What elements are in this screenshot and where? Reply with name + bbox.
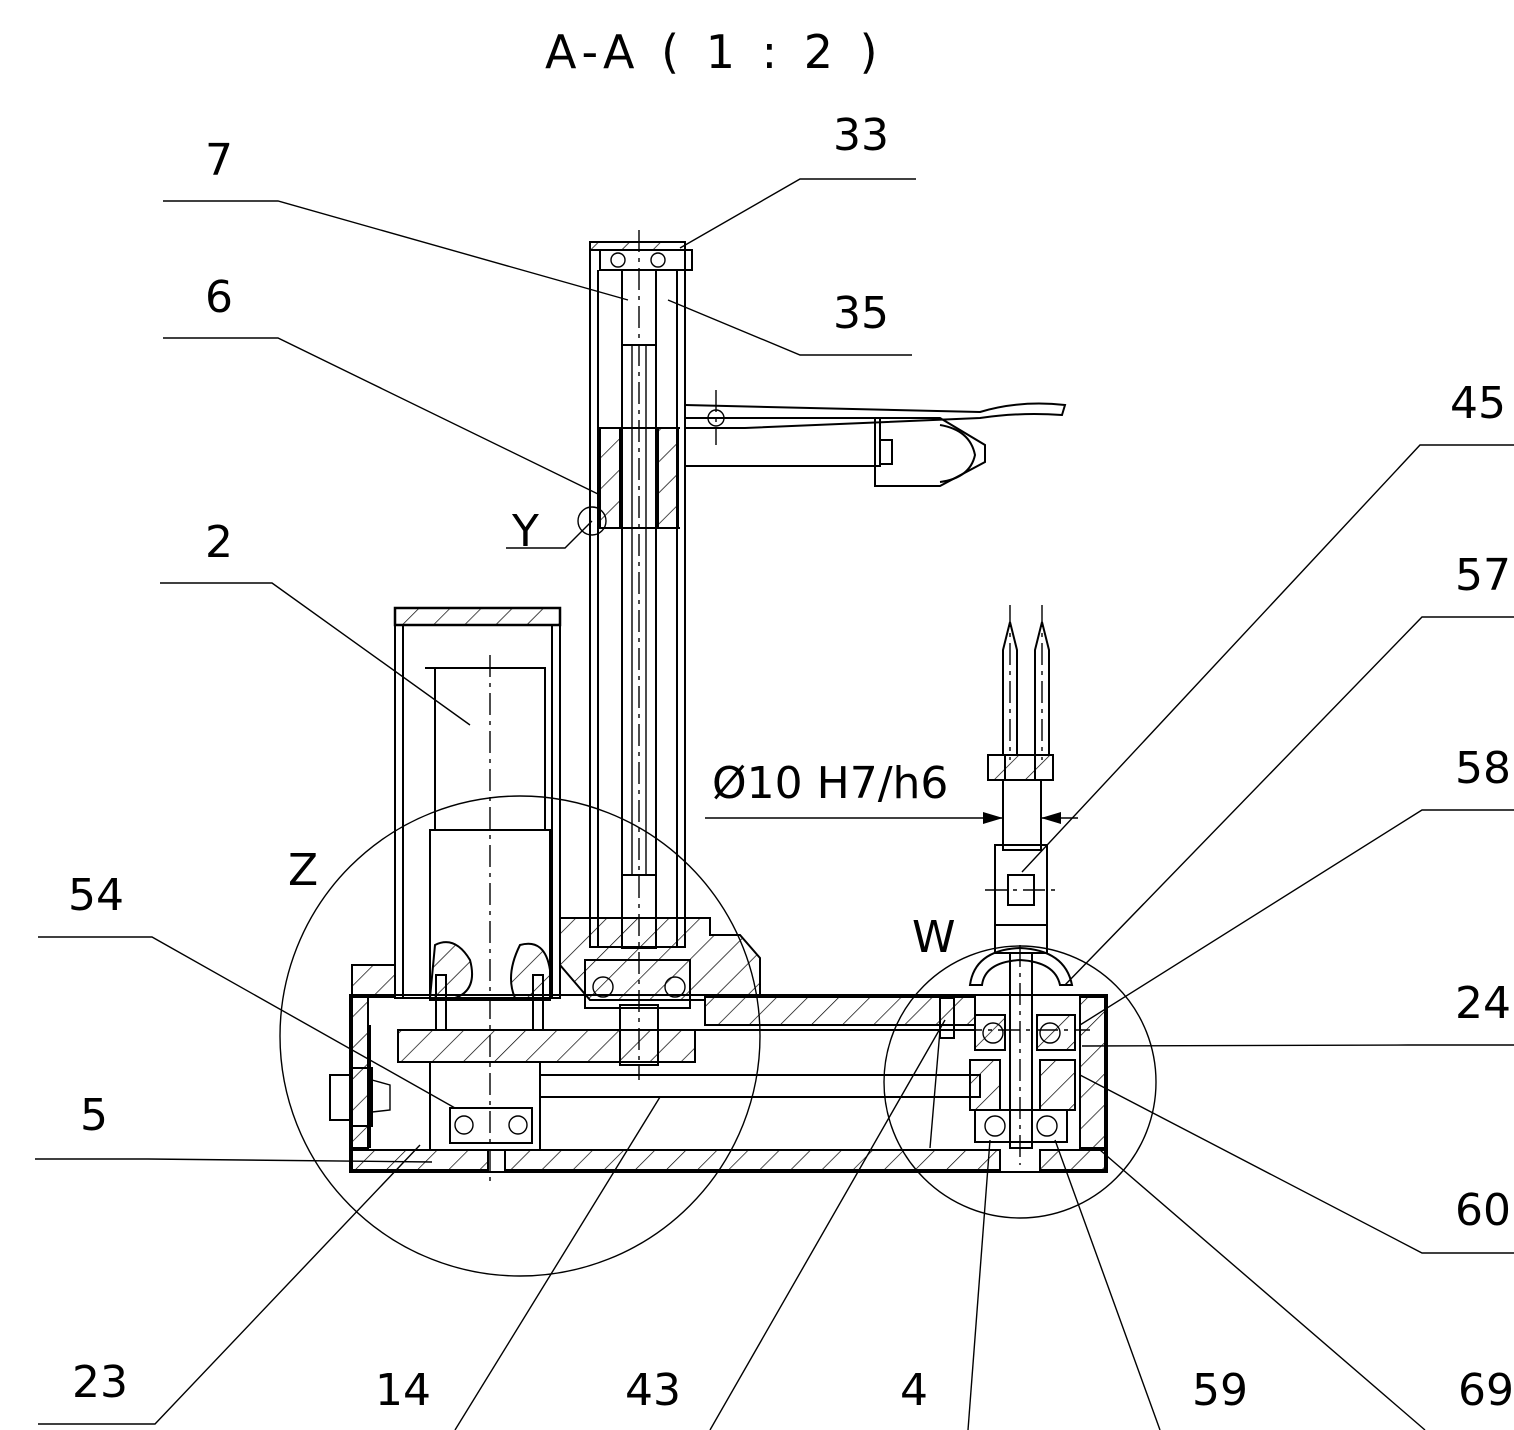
callout-2: 2 (205, 517, 233, 568)
detail-circle-y (577, 506, 607, 536)
callout-7: 7 (205, 135, 233, 186)
detail-leader-y (506, 520, 593, 549)
callout-58: 58 (1455, 743, 1511, 794)
callout-57: 57 (1455, 550, 1511, 601)
callout-43: 43 (625, 1365, 681, 1416)
callout-4: 4 (900, 1365, 928, 1416)
detail-circle-z (279, 795, 761, 1277)
callout-5: 5 (80, 1090, 108, 1141)
callout-54: 54 (68, 870, 124, 921)
fit-dimension: Ø10 H7/h6 (705, 758, 1078, 824)
leader-lines (35, 178, 1514, 1430)
section-title: A-A ( 1 : 2 ) (545, 25, 884, 79)
callout-33: 33 (833, 110, 889, 161)
callout-14: 14 (375, 1365, 431, 1416)
detail-circle-w (883, 945, 1157, 1219)
callout-23: 23 (72, 1357, 128, 1408)
callout-labels: 7 33 35 6 2 45 57 58 54 24 5 60 23 14 43… (68, 110, 1514, 1416)
callout-45: 45 (1450, 378, 1506, 429)
detail-label-w: W (912, 912, 956, 963)
callout-35: 35 (833, 288, 889, 339)
detail-label-y: Y (511, 506, 539, 557)
column (559, 230, 761, 1080)
callout-69: 69 (1458, 1365, 1514, 1416)
detail-label-z: Z (288, 845, 318, 896)
callout-6: 6 (205, 272, 233, 323)
fit-annotation: Ø10 H7/h6 (712, 758, 948, 809)
spindle (939, 605, 1090, 1165)
callout-59: 59 (1192, 1365, 1248, 1416)
arm (684, 390, 1067, 487)
base-housing (349, 964, 1108, 1173)
callout-60: 60 (1455, 1185, 1511, 1236)
callout-24: 24 (1455, 978, 1511, 1029)
